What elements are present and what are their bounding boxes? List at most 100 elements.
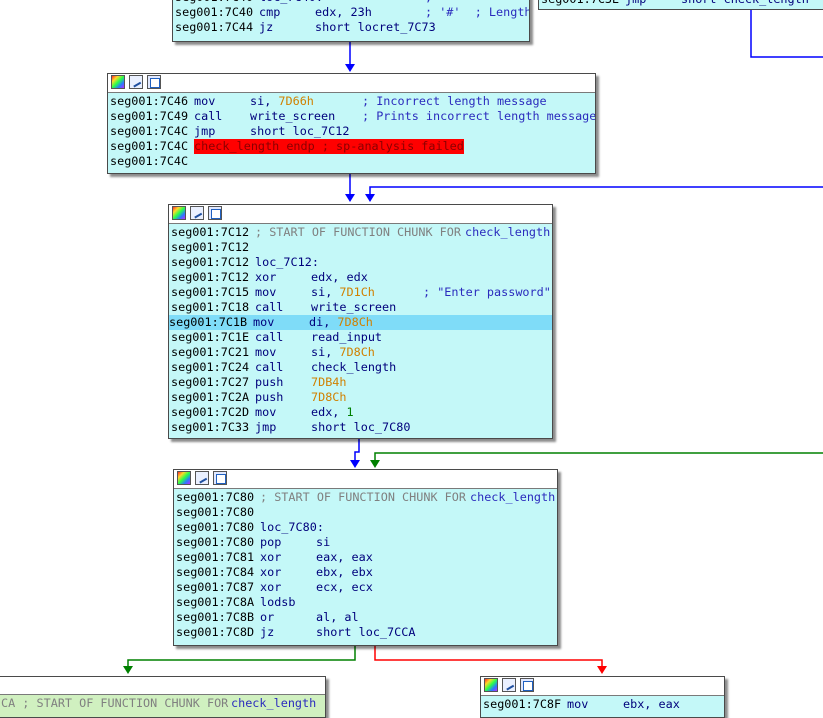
operand[interactable]: di, xyxy=(309,315,331,329)
address: seg001:7C12 xyxy=(171,225,250,239)
code-block-7C12[interactable]: seg001:7C12; START OF FUNCTION CHUNK FOR… xyxy=(168,204,553,439)
operand-number[interactable]: 7DB4h xyxy=(311,375,347,389)
operand[interactable]: short locret_7C73 xyxy=(315,20,436,34)
mnemonic: mov xyxy=(255,345,277,359)
operand-number[interactable]: 7D8Ch xyxy=(339,345,375,359)
operand[interactable]: ecx, ecx xyxy=(316,580,373,594)
address: seg001:7C12 xyxy=(171,270,250,284)
group-icon[interactable] xyxy=(520,678,534,692)
code-line[interactable]: seg001:7C12; START OF FUNCTION CHUNK FOR… xyxy=(171,225,552,240)
code-block-7C3E[interactable]: seg001:7C3Ejmpshort check_length xyxy=(538,0,823,10)
address: seg001:7C40 xyxy=(175,0,253,5)
color-icon[interactable] xyxy=(484,678,498,692)
group-icon[interactable] xyxy=(213,471,227,485)
address: seg001:7C1B xyxy=(169,315,248,329)
function-name[interactable]: check_length xyxy=(465,225,551,239)
address: seg001:7C12 xyxy=(171,255,250,269)
function-name[interactable]: check_length xyxy=(231,696,317,710)
code-line[interactable]: seg001:7C40loc_7C40:; xyxy=(175,0,529,5)
code-line[interactable]: seg001:7C80 xyxy=(176,505,557,520)
address: seg001:7C33 xyxy=(171,420,250,434)
operand[interactable]: si, xyxy=(250,94,272,108)
mnemonic: jz xyxy=(260,625,275,639)
operand[interactable]: ebx, ebx xyxy=(316,565,373,579)
operand[interactable]: al, al xyxy=(316,610,359,624)
block-header xyxy=(108,74,595,93)
mnemonic: mov xyxy=(255,405,277,419)
code-block-7C80[interactable]: seg001:7C80; START OF FUNCTION CHUNK FOR… xyxy=(173,469,558,646)
operand[interactable]: write_screen xyxy=(250,109,336,123)
mnemonic: xor xyxy=(260,550,282,564)
operand-number[interactable]: 7D8Ch xyxy=(337,315,373,329)
operand-number[interactable]: 7D1Ch xyxy=(339,285,375,299)
color-icon[interactable] xyxy=(111,75,125,89)
group-icon[interactable] xyxy=(147,75,161,89)
operand[interactable]: write_screen xyxy=(311,300,397,314)
operand[interactable]: short loc_7CCA xyxy=(316,625,416,639)
rename-icon[interactable] xyxy=(195,471,209,485)
operand[interactable]: short loc_7C12 xyxy=(250,124,350,138)
address: seg001:7C44 xyxy=(175,20,254,34)
operand-number[interactable]: 7D8Ch xyxy=(311,390,347,404)
rename-icon[interactable] xyxy=(190,206,204,220)
operand-immediate: 1 xyxy=(346,405,354,419)
address: seg001:7C4C xyxy=(110,154,189,168)
address: seg001:7C49 xyxy=(110,109,189,123)
rename-icon[interactable] xyxy=(129,75,143,89)
code-line[interactable]: seg001:7C12 xyxy=(171,240,552,255)
code-block-7C40[interactable]: seg001:7C40loc_7C40:;seg001:7C40cmpedx, … xyxy=(172,0,530,42)
color-icon[interactable] xyxy=(177,471,191,485)
operand[interactable]: si, xyxy=(311,285,333,299)
operand[interactable]: eax, eax xyxy=(316,550,373,564)
group-icon[interactable] xyxy=(208,206,222,220)
code-line[interactable]: seg001:7C8D jz short loc_7CCA xyxy=(176,625,557,640)
operand[interactable]: edx, xyxy=(311,405,340,419)
operand[interactable]: si, xyxy=(311,345,333,359)
color-icon[interactable] xyxy=(172,206,186,220)
operand[interactable]: read_input xyxy=(311,330,383,344)
operand-number[interactable]: 7D66h xyxy=(278,94,314,108)
operand[interactable]: check_length xyxy=(311,360,397,374)
operand[interactable]: edx, 23h xyxy=(315,5,372,19)
code-line[interactable]: seg001:7C80; START OF FUNCTION CHUNK FOR… xyxy=(176,490,557,505)
code-line[interactable]: seg001:7C4C xyxy=(110,154,595,169)
operand[interactable]: edx, edx xyxy=(311,270,368,284)
address: seg001:7C80 xyxy=(176,520,255,534)
operand[interactable]: short check_length xyxy=(681,0,809,7)
function-name[interactable]: check_length xyxy=(470,490,556,504)
code-line[interactable]: seg001:7C3Ejmpshort check_length xyxy=(541,0,823,7)
operand[interactable]: short loc_7C80 xyxy=(311,420,411,434)
operand[interactable]: si xyxy=(316,535,331,549)
address: seg001:7C8D xyxy=(176,625,255,639)
rename-icon[interactable] xyxy=(502,678,516,692)
